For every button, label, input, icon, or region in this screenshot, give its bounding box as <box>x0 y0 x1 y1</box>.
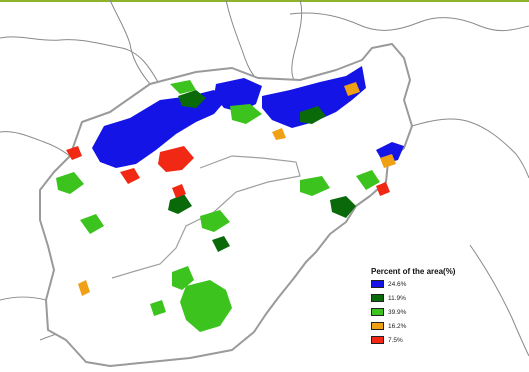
orange-patch-east <box>380 154 396 168</box>
green-patch-center <box>200 210 230 232</box>
green-patch-south <box>180 280 232 332</box>
legend-item: 11.9% <box>371 292 501 304</box>
legend-swatch <box>371 322 384 330</box>
blue-patch-northwest <box>92 90 226 168</box>
legend-label: 7.5% <box>388 336 403 344</box>
darkgreen-patch-center <box>168 194 192 214</box>
legend-label: 39.9% <box>388 308 407 316</box>
neighbor-border-north-center <box>225 0 257 79</box>
legend-swatch <box>371 294 384 302</box>
green-patch-west-b <box>80 214 104 234</box>
green-patch-north <box>230 104 262 124</box>
legend-item: 39.9% <box>371 306 501 318</box>
darkgreen-patch-east <box>330 196 356 218</box>
neighbor-border-west <box>0 131 71 157</box>
legend-label: 11.9% <box>388 294 406 302</box>
legend-item: 24.6% <box>371 278 501 290</box>
legend-label: 24.6% <box>388 280 407 288</box>
green-patch-southwest <box>172 266 194 290</box>
blue-patch-north-center <box>214 78 262 112</box>
neighbor-border-southeast <box>469 244 529 357</box>
green-patch-north-b <box>170 80 196 94</box>
red-patch-northwest <box>158 146 194 172</box>
legend-item: 7.5% <box>371 334 501 346</box>
red-patch-center <box>172 184 186 198</box>
neighbor-borders <box>0 0 529 357</box>
orange-patch-southwest <box>78 280 90 296</box>
darkgreen-patch-south <box>212 236 230 252</box>
orange-patch-center <box>272 128 286 140</box>
green-patch-east <box>300 176 330 196</box>
neighbor-border-west-lower <box>0 296 47 301</box>
darkgreen-patch-north <box>178 90 206 108</box>
legend-swatch <box>371 308 384 316</box>
green-patch-south-b <box>150 300 166 316</box>
red-patch-northwest-b <box>120 168 140 184</box>
legend-title: Percent of the area(%) <box>371 267 456 276</box>
neighbor-border-northwest <box>0 36 159 83</box>
legend-swatch <box>371 336 384 344</box>
neighbor-border-east <box>411 118 529 179</box>
darkgreen-patch-north-b <box>300 106 326 124</box>
red-patch-west <box>66 146 82 160</box>
neighbor-border-northeast-a <box>291 0 303 81</box>
neighbor-border-north <box>109 0 151 85</box>
land-cover-layer <box>56 66 404 332</box>
green-patch-west <box>56 172 84 194</box>
legend-label: 16.2% <box>388 322 407 330</box>
map-legend: Percent of the area(%) 24.6% 11.9% 39.9%… <box>371 267 501 346</box>
legend-item: 16.2% <box>371 320 501 332</box>
orange-patch-northeast <box>344 82 360 96</box>
legend-swatch <box>371 280 384 288</box>
blue-patch-northeast <box>262 66 366 128</box>
neighbor-border-northeast-b <box>289 12 529 32</box>
top-accent-rule <box>0 0 529 2</box>
green-patch-east-b <box>356 170 380 190</box>
internal-boundary <box>111 155 301 279</box>
red-patch-east <box>376 182 390 196</box>
